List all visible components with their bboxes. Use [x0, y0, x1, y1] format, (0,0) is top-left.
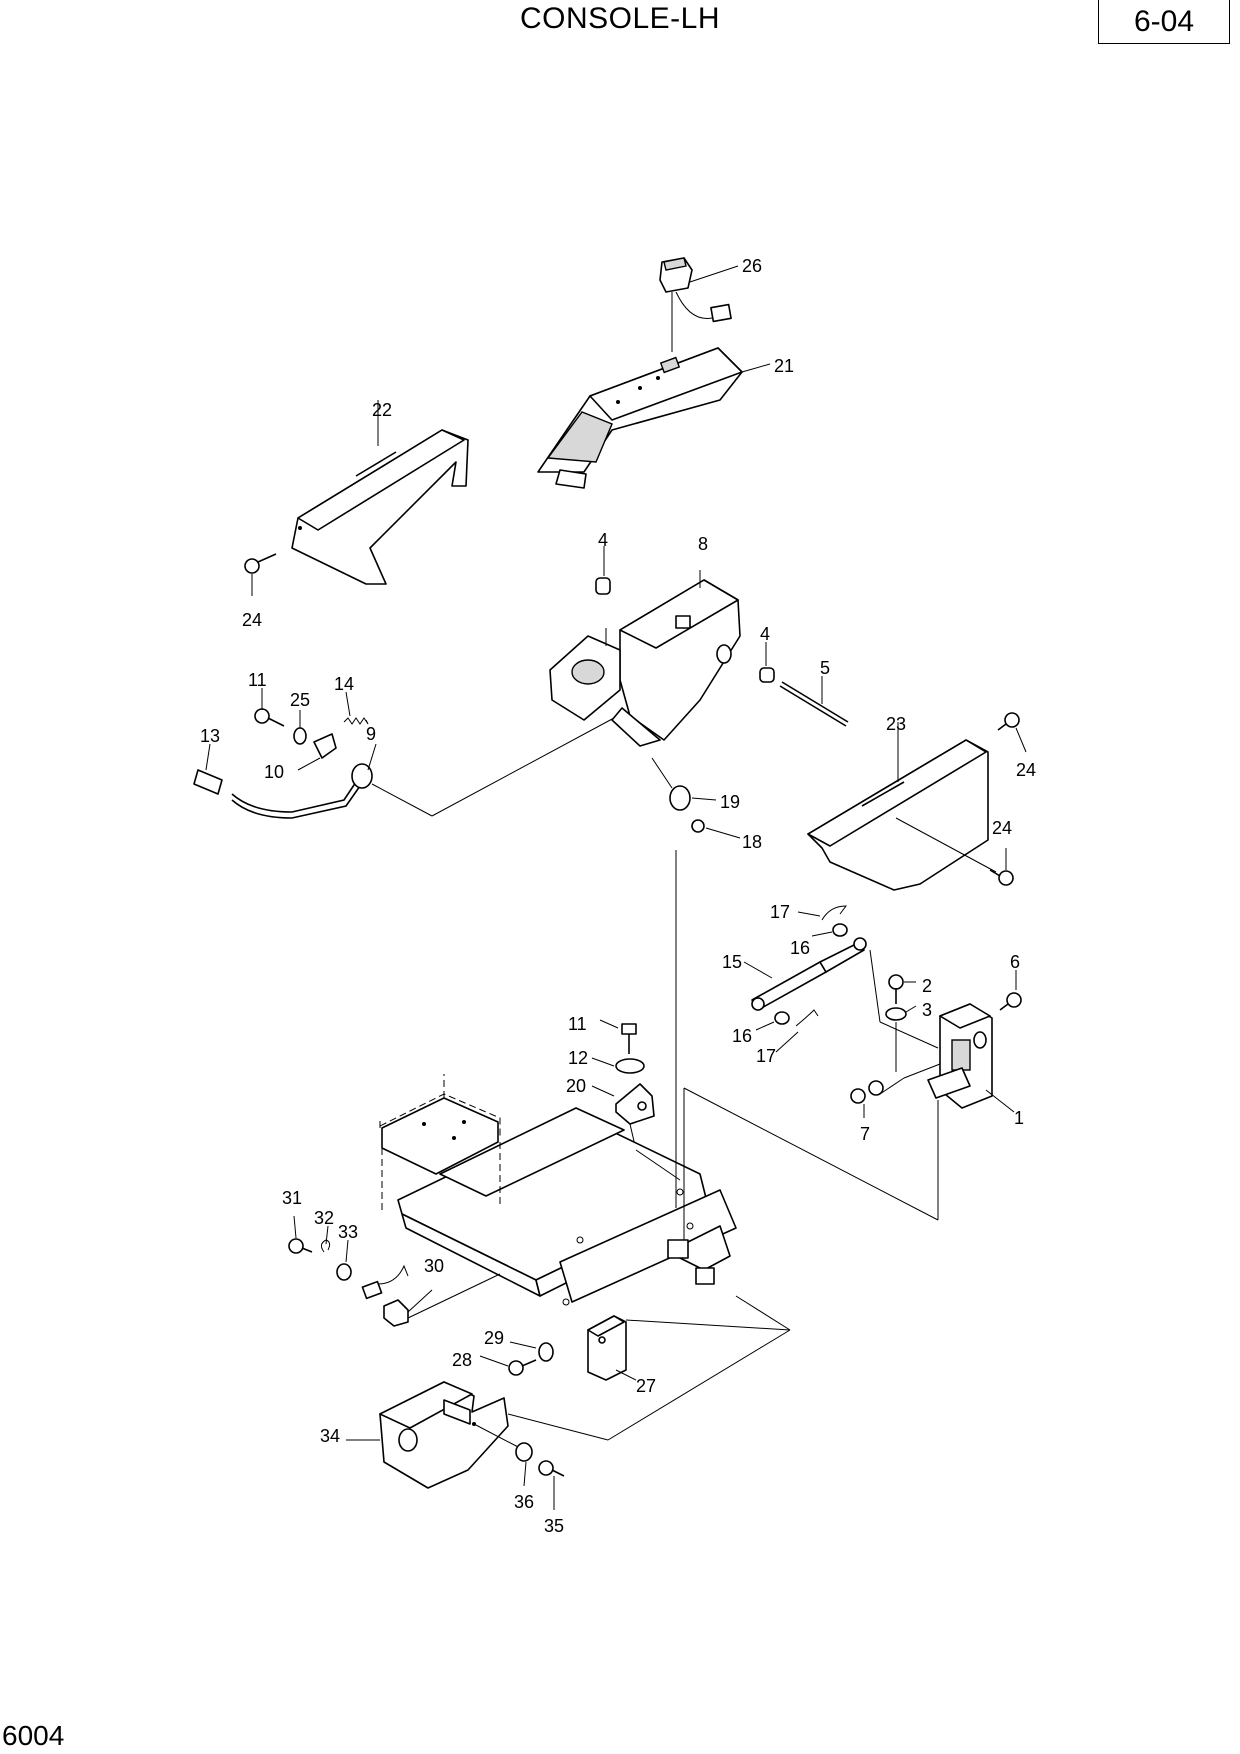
callout-6: 6: [1010, 952, 1020, 972]
callout-4-upper: 4: [598, 530, 608, 550]
callout-15: 15: [722, 952, 742, 972]
callout-24-upper-right: 24: [1016, 760, 1036, 780]
callout-31: 31: [282, 1188, 302, 1208]
callout-35: 35: [544, 1516, 564, 1536]
callout-10: 10: [264, 762, 284, 782]
part-7-nuts: [850, 1063, 941, 1118]
part-24-screw-lower-right: [989, 848, 1014, 886]
callout-14: 14: [334, 674, 354, 694]
base-frame: [379, 850, 939, 1331]
part-36-washer: [515, 1442, 533, 1487]
callout-labels: 26 21 22 24 4 8 4 5 23 24 24 11 25 14 13…: [200, 256, 1036, 1536]
callout-34: 34: [320, 1426, 340, 1446]
part-25-washer: [293, 710, 307, 745]
callout-32: 32: [314, 1208, 334, 1228]
callout-28: 28: [452, 1350, 472, 1370]
callout-24-lower-right: 24: [992, 818, 1012, 838]
callout-3: 3: [922, 1000, 932, 1020]
callout-17-lower: 17: [756, 1046, 776, 1066]
callout-1: 1: [1014, 1108, 1024, 1128]
part-24-screw-left: [244, 553, 277, 596]
part-28-bolt: [479, 1355, 537, 1376]
part-22-left-panel: [291, 400, 469, 585]
callout-4-right: 4: [760, 624, 770, 644]
part-6-screw: [999, 970, 1022, 1011]
callout-36: 36: [514, 1492, 534, 1512]
part-2-bolt: [888, 974, 916, 1004]
part-21-console-cover: [537, 347, 771, 489]
part-16-washer-lower: [755, 1011, 790, 1031]
callout-8: 8: [698, 534, 708, 554]
callout-11-upper: 11: [248, 670, 267, 690]
callout-25: 25: [290, 690, 310, 710]
part-8-console-bracket: [549, 570, 741, 747]
callout-13: 13: [200, 726, 220, 746]
part-11-bolt-upper: [254, 688, 285, 727]
part-1-hinge-bracket: [927, 1003, 1015, 1113]
part-5-pin: [779, 676, 849, 727]
callout-2: 2: [922, 976, 932, 996]
callout-18: 18: [742, 832, 762, 852]
callout-9: 9: [366, 724, 376, 744]
callout-20: 20: [566, 1076, 586, 1096]
part-33-washer: [336, 1239, 352, 1281]
part-26-switch: [659, 257, 739, 352]
callout-5: 5: [820, 658, 830, 678]
part-17-clip-upper: [797, 905, 848, 921]
callout-29: 29: [484, 1328, 504, 1348]
part-13-grip: [193, 743, 223, 795]
part-15-gas-spring: [743, 937, 939, 1049]
callout-26: 26: [742, 256, 762, 276]
callout-22: 22: [372, 400, 392, 420]
part-14-spring: [343, 691, 369, 725]
callout-23: 23: [886, 714, 906, 734]
page-title: CONSOLE-LH: [519, 2, 721, 35]
part-23-right-panel: [807, 722, 997, 891]
callout-21: 21: [774, 356, 794, 376]
part-30-sensor: [361, 1264, 501, 1327]
part-34-cover: [346, 1381, 609, 1489]
part-27-bracket: [587, 1315, 791, 1441]
callout-16-lower: 16: [732, 1026, 752, 1046]
callout-16-upper: 16: [790, 938, 810, 958]
part-17-clip-lower: [775, 1009, 819, 1053]
part-4-bushing-upper: [595, 546, 611, 595]
part-29-washer: [509, 1341, 554, 1362]
callout-17-upper: 17: [770, 902, 790, 922]
part-18-screw: [691, 819, 741, 839]
part-4-bushing-right: [759, 642, 775, 683]
part-10-bracket: [297, 733, 337, 771]
callout-12: 12: [568, 1048, 588, 1068]
part-16-washer-upper: [811, 923, 848, 937]
callout-11-lower: 11: [568, 1014, 587, 1034]
drawing-code: 6004: [2, 1720, 65, 1751]
part-31-screw: [288, 1215, 313, 1254]
part-32-lock-washer: [320, 1225, 331, 1253]
part-11-bolt-lower: [599, 1019, 637, 1054]
page-number-box: 6-04: [1098, 0, 1230, 44]
callout-33: 33: [338, 1222, 358, 1242]
part-19-bushing: [651, 757, 717, 811]
part-12-washer: [591, 1057, 645, 1074]
part-3-washer: [885, 1005, 917, 1072]
part-20-bracket: [591, 1083, 655, 1151]
part-35-bolt: [538, 1460, 565, 1510]
callout-27: 27: [636, 1376, 656, 1396]
callout-7: 7: [860, 1124, 870, 1144]
callout-24-left: 24: [242, 610, 262, 630]
part-9-lever-rod: [231, 717, 615, 819]
callout-19: 19: [720, 792, 740, 812]
callout-30: 30: [424, 1256, 444, 1276]
part-24-screw-upper-right: [997, 712, 1027, 753]
